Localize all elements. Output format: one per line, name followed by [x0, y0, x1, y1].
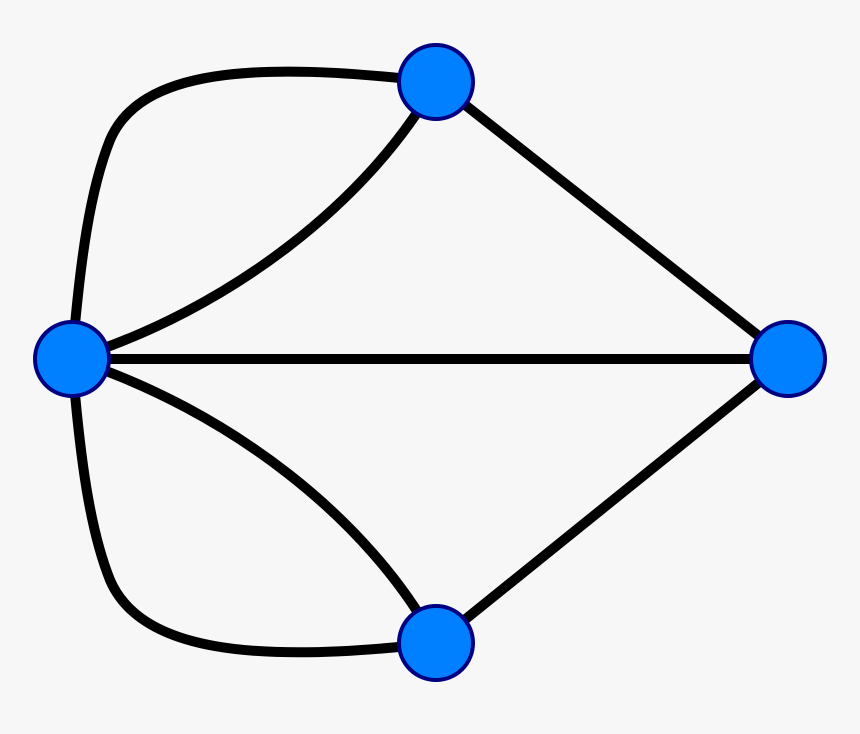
- edge-top-right-straight: [431, 77, 793, 364]
- edge-bottom-right-straight: [431, 354, 793, 648]
- edge-left-bottom-inner-curve: [67, 354, 441, 648]
- node-top: [397, 43, 475, 121]
- edge-left-top-outer-curve: [67, 66, 441, 364]
- node-right: [749, 320, 827, 398]
- edge-left-bottom-outer-curve: [67, 354, 441, 658]
- node-bottom: [397, 604, 475, 682]
- node-left: [33, 320, 111, 398]
- edge-left-top-inner-curve: [67, 77, 441, 364]
